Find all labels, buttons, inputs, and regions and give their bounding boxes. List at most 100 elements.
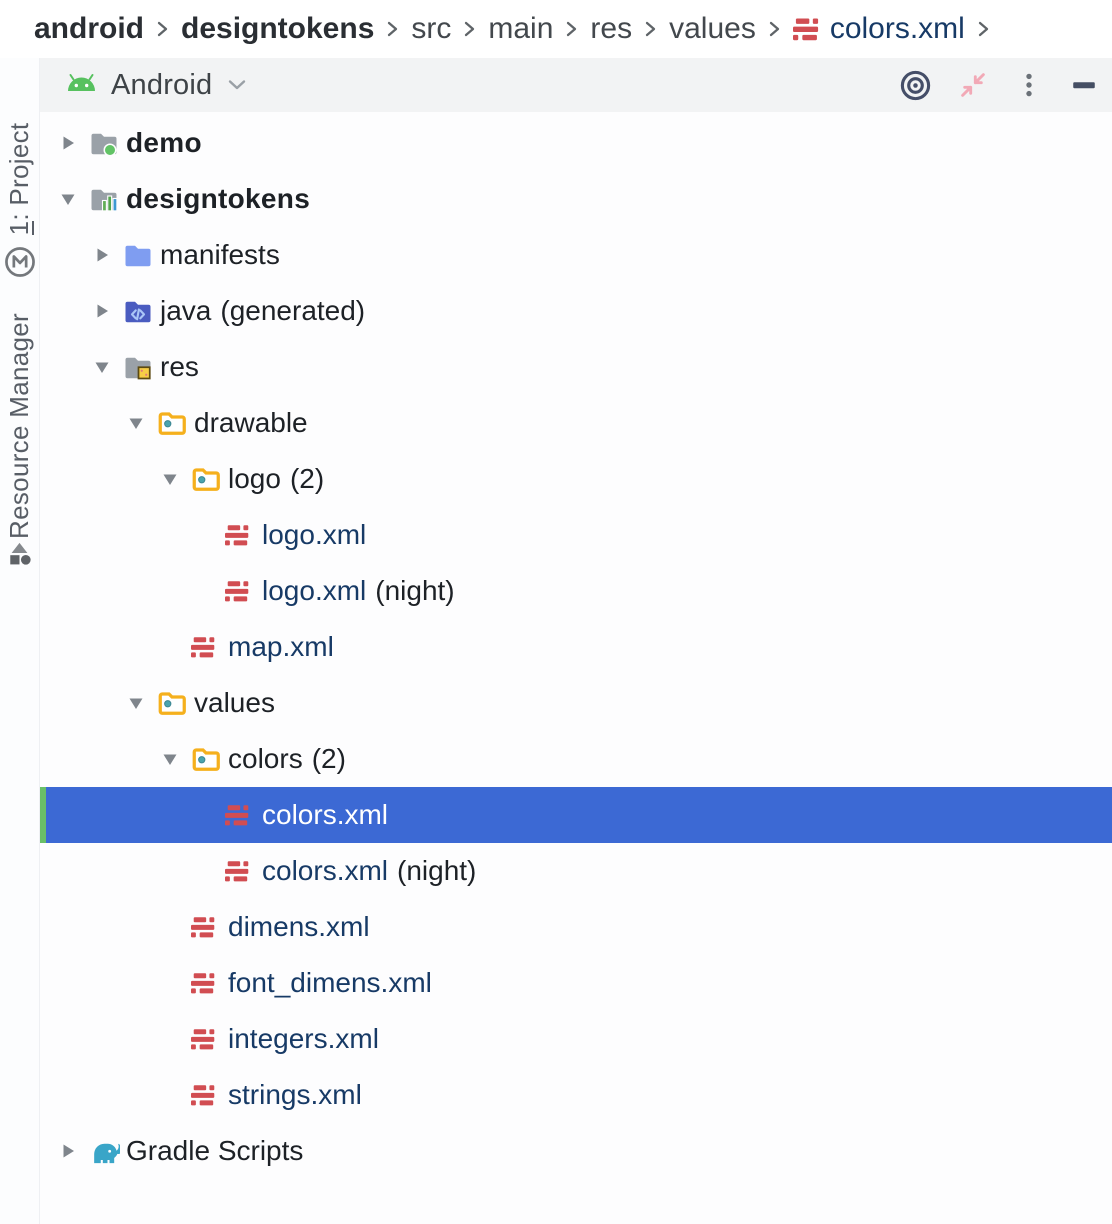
breadcrumb-separator-icon: [977, 18, 990, 40]
minimize-icon: [1070, 70, 1098, 100]
android-module-folder-icon: [89, 128, 126, 158]
project-tool-icon: [4, 246, 36, 278]
collapse-node-icon[interactable]: [123, 693, 157, 713]
resource-folder-icon: [157, 408, 194, 438]
tree-row-label: logo.xml: [262, 519, 367, 550]
sidebar-item-resource-manager[interactable]: Resource Manager: [0, 313, 39, 567]
android-library-folder-icon: [89, 184, 126, 214]
java-generated-folder-icon: [123, 296, 160, 326]
expand-node-icon[interactable]: [55, 1141, 89, 1161]
tree-row-dimens-xml[interactable]: dimens.xml: [40, 899, 1112, 955]
xml-file-icon: [792, 15, 821, 43]
tree-row-label: logo.xml: [262, 575, 367, 606]
expand-node-icon[interactable]: [89, 301, 123, 321]
tree-row-integers-xml[interactable]: integers.xml: [40, 1011, 1112, 1067]
xml-file-icon: [191, 914, 228, 940]
breadcrumb-separator-icon: [565, 18, 578, 40]
tree-row-label: map.xml: [228, 631, 334, 662]
collapse-node-icon[interactable]: [55, 189, 89, 209]
tree-row-drawable[interactable]: drawable: [40, 395, 1112, 451]
tree-row-label: colors.xml: [262, 799, 389, 830]
tree-row-logo-2[interactable]: logo(2): [40, 451, 1112, 507]
breadcrumb-item-res[interactable]: res: [590, 12, 633, 45]
tree-row-demo[interactable]: demo: [40, 115, 1112, 171]
tree-row-label: colors: [228, 743, 303, 774]
resource-folder-icon: [157, 688, 194, 718]
tree-row-logo-xml[interactable]: logo.xml: [40, 507, 1112, 563]
tree-row-font-dimens-xml[interactable]: font_dimens.xml: [40, 955, 1112, 1011]
manifests-folder-icon: [123, 240, 160, 270]
tree-row-qualifier: (2): [311, 743, 346, 774]
breadcrumb-item-colors-xml[interactable]: colors.xml: [792, 12, 965, 46]
breadcrumb-separator-icon: [463, 18, 476, 40]
gradle-elephant-icon: [89, 1136, 126, 1167]
res-folder-icon: [123, 352, 160, 382]
breadcrumb-item-values[interactable]: values: [669, 12, 756, 45]
collapse-all-button[interactable]: [958, 70, 988, 100]
tree-row-label: demo: [126, 127, 202, 158]
chevron-down-icon[interactable]: [227, 79, 247, 91]
resource-folder-icon: [191, 464, 228, 494]
tree-row-res[interactable]: res: [40, 339, 1112, 395]
expand-node-icon[interactable]: [89, 245, 123, 265]
tree-row-colors-2[interactable]: colors (2): [40, 731, 1112, 787]
target-icon: [900, 70, 931, 101]
kebab-icon: [1015, 70, 1043, 100]
collapse-node-icon[interactable]: [157, 469, 191, 489]
tree-row-manifests[interactable]: manifests: [40, 227, 1112, 283]
left-tool-stripe: 1: Project Resource Manager: [0, 58, 40, 1224]
breadcrumb-separator-icon: [386, 18, 399, 40]
view-selector-dropdown[interactable]: Android: [65, 69, 247, 102]
xml-file-icon: [225, 522, 262, 548]
sidebar-item-project[interactable]: 1: Project: [0, 120, 39, 278]
collapse-icon: [958, 70, 988, 100]
tree-row-label: font_dimens.xml: [228, 967, 432, 998]
tree-row-label: designtokens: [126, 183, 311, 214]
android-icon: [65, 72, 98, 98]
xml-file-icon: [225, 578, 262, 604]
breadcrumb-item-designtokens[interactable]: designtokens: [181, 12, 375, 45]
tree-row-logo-xml-night[interactable]: logo.xml (night): [40, 563, 1112, 619]
breadcrumb-item-src[interactable]: src: [411, 12, 452, 45]
hide-panel-button[interactable]: [1070, 70, 1098, 100]
breadcrumb-separator-icon: [156, 18, 169, 40]
header-actions: [900, 70, 1098, 101]
tree-row-values[interactable]: values: [40, 675, 1112, 731]
collapse-node-icon[interactable]: [89, 357, 123, 377]
xml-file-icon: [191, 1082, 228, 1108]
resource-manager-tab-label: Resource Manager: [4, 313, 34, 539]
breadcrumb-item-main[interactable]: main: [488, 12, 554, 45]
resource-folder-icon: [191, 744, 228, 774]
tree-row-strings-xml[interactable]: strings.xml: [40, 1067, 1112, 1123]
tree-row-colors-xml[interactable]: colors.xml: [40, 787, 1112, 843]
xml-file-icon: [191, 634, 228, 660]
tree-row-qualifier: (night): [375, 575, 455, 606]
breadcrumb-separator-icon: [768, 18, 781, 40]
tree-row-java-generated[interactable]: java(generated): [40, 283, 1112, 339]
more-options-button[interactable]: [1015, 70, 1043, 100]
tree-row-designtokens[interactable]: designtokens: [40, 171, 1112, 227]
project-tree: demo designtokens manifests java(generat…: [40, 112, 1112, 1179]
view-selector-label: Android: [111, 68, 213, 101]
tree-row-label: strings.xml: [228, 1079, 362, 1110]
tree-row-label: integers.xml: [228, 1023, 379, 1054]
tree-row-label: logo: [228, 463, 281, 494]
resource-manager-icon: [6, 540, 33, 567]
xml-file-icon: [225, 858, 262, 884]
tree-row-gradle-scripts[interactable]: Gradle Scripts: [40, 1123, 1112, 1179]
tree-row-label: dimens.xml: [228, 911, 370, 942]
expand-node-icon[interactable]: [55, 133, 89, 153]
tree-row-label: colors.xml: [262, 855, 389, 886]
collapse-node-icon[interactable]: [123, 413, 157, 433]
tree-row-colors-xml-night[interactable]: colors.xml(night): [40, 843, 1112, 899]
project-tab-label: 1: Project: [3, 122, 34, 236]
collapse-node-icon[interactable]: [157, 749, 191, 769]
tree-row-map-xml[interactable]: map.xml: [40, 619, 1112, 675]
breadcrumb-separator-icon: [644, 18, 657, 40]
locate-file-button[interactable]: [900, 70, 931, 101]
xml-file-icon: [191, 970, 228, 996]
tree-row-label: java: [160, 295, 212, 326]
tree-row-label: res: [160, 351, 199, 382]
breadcrumb-item-android[interactable]: android: [34, 12, 144, 45]
